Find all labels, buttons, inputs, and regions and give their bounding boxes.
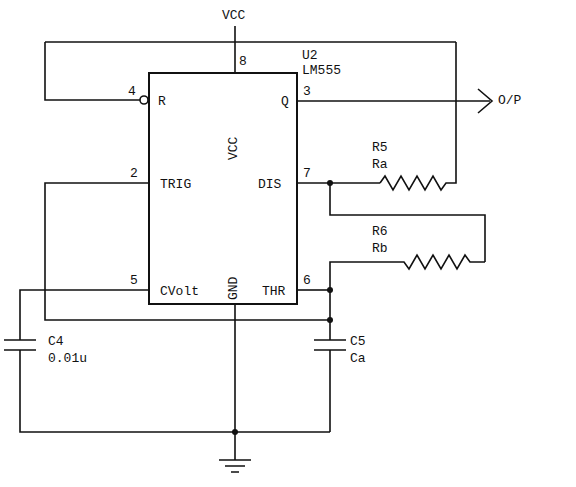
part-value: 0.01u [48,351,87,366]
signal-name: O/P [498,93,521,108]
vcc-rail [45,41,456,43]
trigger-wire [45,183,330,320]
part-name: R5 [372,140,388,155]
pin-name: TRIG [160,177,191,192]
pin-name: DIS [258,177,281,192]
resistor-symbol [330,255,485,320]
part-name: U2 LM555 [302,48,352,78]
output-wire [298,100,490,102]
pin-name: R [158,94,166,109]
reset-bubble [140,96,148,104]
pin-name: THR [262,284,285,299]
part-value: Ca [350,351,366,366]
pin-number: 6 [303,273,311,288]
pin-name: VCC [226,137,241,160]
threshold-wire [298,289,330,291]
part-name: C4 [48,334,64,349]
pin-name: GND [226,277,241,300]
pin-number: 3 [303,84,311,99]
vcc-wire [234,26,236,72]
resistor-symbol [380,42,456,190]
output-arrow [478,89,492,113]
pin-number: 5 [130,273,138,288]
pin-name: Q [281,94,289,109]
junction-dot [327,180,333,186]
reset-wire [45,42,140,100]
part-name: R6 [372,224,388,239]
part-value: Rb [372,241,388,256]
junction-dot [232,429,238,435]
capacitor-symbol [4,290,330,432]
ground-symbol [219,305,251,472]
junction-dot [327,287,333,293]
rb-wire [330,183,485,262]
pin-number: 2 [130,166,138,181]
junction-dot [327,317,333,323]
discharge-wire [298,182,380,184]
capacitor-symbol [314,320,346,432]
pin-number: 4 [128,84,136,99]
supply-name: VCC [222,8,245,23]
part-value: Ra [372,157,388,172]
pin-number: 8 [239,54,247,69]
ic-body: U2 LM555RQTRIGDISCVoltTHRVCCGND [148,72,298,305]
part-name: C5 [350,334,366,349]
pin-name: CVolt [160,284,199,299]
pin-number: 7 [303,166,311,181]
